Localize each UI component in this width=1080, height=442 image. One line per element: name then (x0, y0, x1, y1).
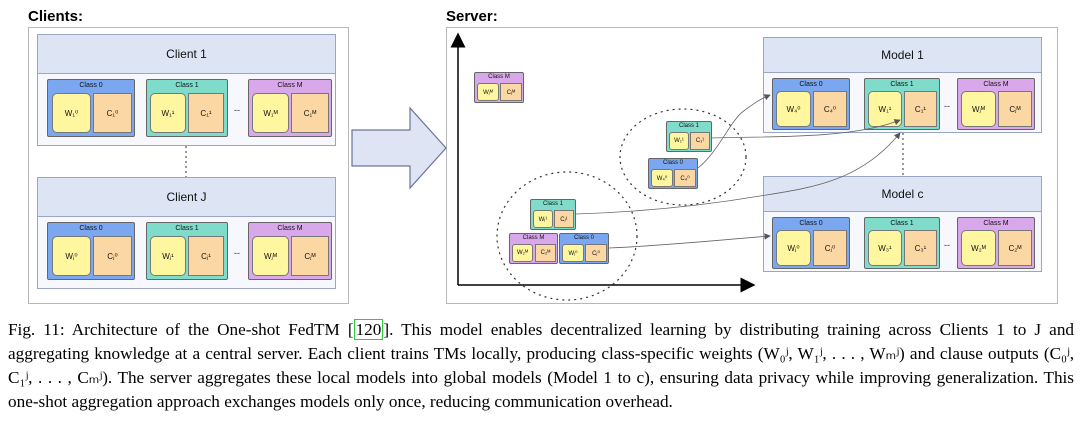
clause-box: C₂ᴹ (998, 230, 1032, 266)
weight-box: W₁¹ (150, 93, 186, 133)
weight-box: Wⱼ¹ (533, 210, 553, 228)
weight-box: W₁⁰ (52, 93, 91, 133)
class-title: Class M (277, 225, 303, 232)
caption-body: . This model enables decentralized learn… (8, 320, 1075, 411)
model-c-class-0: Class 0 Wⱼ⁰ Cⱼ⁰ (772, 217, 850, 269)
class-title: Class 1 (890, 81, 914, 88)
class-title: Class M (522, 235, 545, 241)
clause-box: Cⱼ⁰ (813, 230, 847, 266)
scatter-class-0-mid: Class 0 W₄⁰ C₄⁰ (648, 158, 698, 189)
clause-box: C₄⁰ (674, 169, 696, 187)
ellipsis: -- (944, 240, 950, 250)
class-title: Class 1 (175, 225, 199, 232)
client-j-title: Client J (38, 178, 335, 217)
clause-box: Cⱼᴹ (998, 91, 1032, 127)
weight-box: W₂ᴹ (961, 230, 996, 266)
flow-arrow-class0low-to-modelc (608, 233, 771, 249)
clause-box: Cⱼᴹ (500, 83, 522, 101)
clause-box: C₄⁰ (813, 91, 847, 127)
class-title: Class 0 (79, 82, 103, 89)
scatter-class-0-low: Class 0 Wⱼ⁰ Cⱼ⁰ (559, 233, 609, 264)
client-j-class-0: Class 0 Wⱼ⁰ Cⱼ⁰ (47, 222, 135, 280)
model-c-class-1: Class 1 W₃¹ C₃¹ (864, 217, 940, 269)
scatter-class-m-low: Class M W₂ᴹ C₂ᴹ (509, 233, 558, 264)
transfer-arrow (351, 106, 447, 190)
model-1-title: Model 1 (764, 38, 1041, 73)
ellipsis: -- (234, 105, 240, 115)
clause-box: C₂ᴹ (535, 244, 556, 262)
clause-box: C₃¹ (904, 230, 937, 266)
clause-box: Cⱼ⁰ (93, 236, 132, 276)
class-title: Class M (277, 82, 303, 89)
clause-box: Cⱼ¹ (188, 236, 224, 276)
model-c-box: Model c Class 0 Wⱼ⁰ Cⱼ⁰ Class 1 W₃¹ C₃¹ … (763, 176, 1042, 272)
class-title: Class 0 (662, 160, 683, 166)
server-panel (446, 27, 1058, 304)
class-title: Class 1 (542, 201, 563, 207)
scatter-class-1-low: Class 1 Wⱼ¹ Cⱼ¹ (530, 199, 576, 230)
weight-box: Wⱼ⁰ (776, 230, 811, 266)
weight-box: W₄⁰ (651, 169, 673, 187)
weight-box: W₄⁰ (776, 91, 811, 127)
weight-box: W₁¹ (669, 132, 689, 150)
model-1-box: Model 1 Class 0 W₄⁰ C₄⁰ Class 1 W₁¹ C₁¹ … (763, 37, 1042, 133)
cluster-ellipse-bottom (496, 171, 638, 301)
weight-box: W₃¹ (868, 230, 902, 266)
clause-box: Cⱼᴹ (291, 236, 329, 276)
flow-arrow-class1-to-model1 (711, 119, 901, 139)
class-title: Class M (983, 220, 1009, 227)
client-1-box: Client 1 Class 0 W₁⁰ C₁⁰ Class 1 W₁¹ C₁¹… (37, 34, 336, 146)
class-title: Class 0 (799, 81, 823, 88)
weight-box: Wⱼ¹ (150, 236, 186, 276)
class-title: Class M (983, 81, 1009, 88)
class-title: Class 1 (678, 123, 699, 129)
model-1-class-1: Class 1 W₁¹ C₁¹ (864, 78, 940, 130)
clause-box: C₁¹ (188, 93, 224, 133)
client-1-class-1: Class 1 W₁¹ C₁¹ (146, 79, 228, 137)
weight-box: Wⱼᴹ (477, 83, 499, 101)
weight-box: Wⱼᴹ (252, 236, 289, 276)
flow-arrow-class0-to-model1 (697, 94, 771, 169)
model-c-class-m: Class M W₂ᴹ C₂ᴹ (957, 217, 1035, 269)
class-title: Class 0 (799, 220, 823, 227)
weight-box: Wⱼ⁰ (52, 236, 91, 276)
weight-box: W₁ᴹ (252, 93, 289, 133)
clients-panel (28, 27, 349, 304)
client-j-class-m: Class M Wⱼᴹ Cⱼᴹ (248, 222, 332, 280)
clause-box: C₁¹ (904, 91, 937, 127)
client-j-class-1: Class 1 Wⱼ¹ Cⱼ¹ (146, 222, 228, 280)
class-title: Class 1 (175, 82, 199, 89)
weight-box: W₂ᴹ (512, 244, 533, 262)
scatter-class-1-mid: Class 1 W₁¹ C₁¹ (666, 121, 712, 152)
class-title: Class 1 (890, 220, 914, 227)
ellipsis: -- (944, 101, 950, 111)
class-title: Class 0 (573, 235, 594, 241)
client-1-class-0: Class 0 W₁⁰ C₁⁰ (47, 79, 135, 137)
scatter-class-m-top: Class M Wⱼᴹ Cⱼᴹ (474, 72, 524, 103)
clause-box: Cⱼ⁰ (585, 244, 607, 262)
model-c-title: Model c (764, 177, 1041, 212)
citation-ref[interactable]: 120 (353, 319, 384, 340)
clause-box: C₁⁰ (93, 93, 132, 133)
caption-prefix: Fig. 11: Architecture of the One-shot Fe… (8, 320, 348, 339)
flow-arrow-class1low-to-modelc (575, 132, 901, 215)
server-header: Server: (446, 8, 498, 25)
weight-box: Wⱼ⁰ (562, 244, 584, 262)
weight-box: Wⱼᴹ (961, 91, 996, 127)
model-1-class-m: Class M Wⱼᴹ Cⱼᴹ (957, 78, 1035, 130)
ellipsis: -- (234, 248, 240, 258)
client-1-class-m: Class M W₁ᴹ C₁ᴹ (248, 79, 332, 137)
cluster-ellipse-top (619, 108, 747, 206)
clause-box: C₁¹ (690, 132, 710, 150)
client-j-box: Client J Class 0 Wⱼ⁰ Cⱼ⁰ Class 1 Wⱼ¹ Cⱼ¹… (37, 177, 336, 289)
clients-header: Clients: (28, 8, 84, 25)
class-title: Class M (488, 74, 510, 80)
class-title: Class 0 (79, 225, 103, 232)
clause-box: Cⱼ¹ (554, 210, 574, 228)
client-1-title: Client 1 (38, 35, 335, 74)
model-1-class-0: Class 0 W₄⁰ C₄⁰ (772, 78, 850, 130)
figure-caption: Fig. 11: Architecture of the One-shot Fe… (8, 319, 1075, 411)
clause-box: C₁ᴹ (291, 93, 329, 133)
